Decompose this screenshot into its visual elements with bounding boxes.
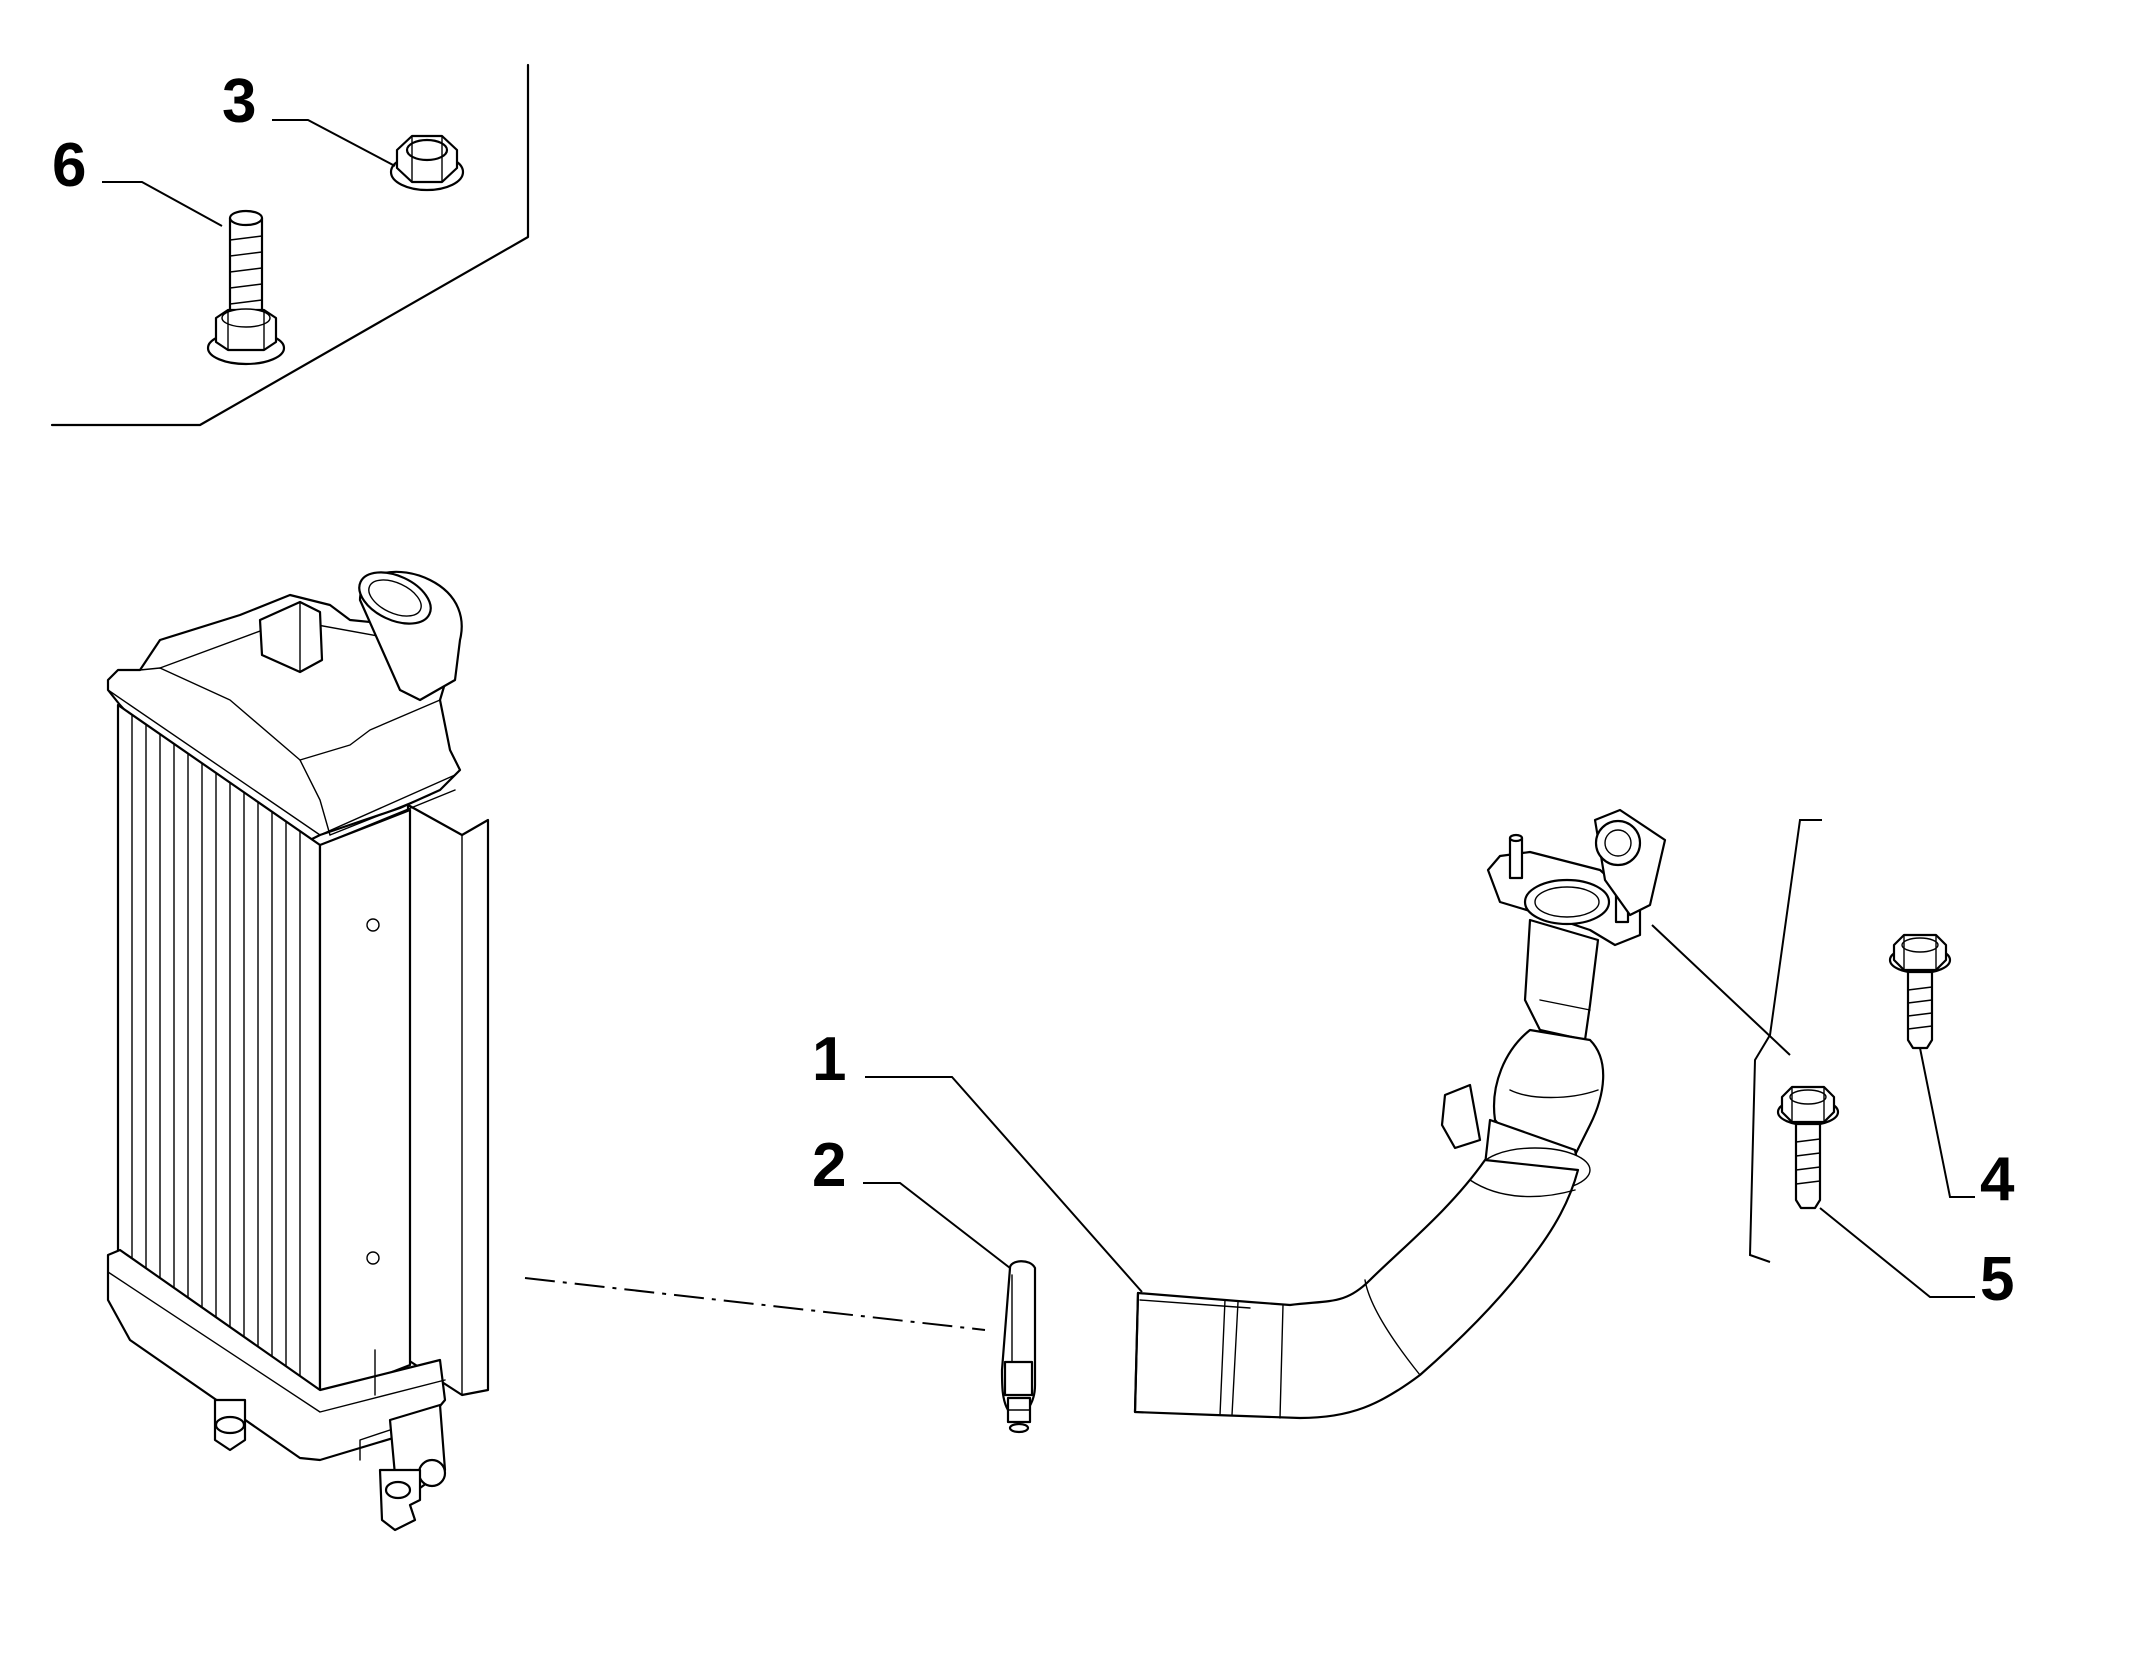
core-tubes: [131, 714, 301, 1392]
flange-bolt-icon: [1888, 933, 1952, 1050]
alignment-line: [524, 1277, 986, 1331]
callout-6: 6: [52, 131, 86, 200]
intercooler-outlet-hose-icon: [1133, 808, 1667, 1420]
intercooler-icon: [106, 570, 490, 1532]
flange-nut-icon: [389, 134, 465, 192]
assembly-bracket: [1651, 819, 1822, 1263]
hose-clamp-icon: [1000, 1260, 1037, 1434]
callout-3: 3: [222, 67, 256, 136]
callout-4: 4: [1980, 1145, 2015, 1214]
callouts: 3 6 1 2 4 5: [52, 67, 2015, 1314]
flange-bolt-icon: [1776, 1085, 1840, 1210]
callout-1: 1: [812, 1025, 846, 1094]
callout-5: 5: [1980, 1245, 2014, 1314]
callout-2: 2: [812, 1131, 846, 1200]
leader-lines: [102, 119, 1975, 1298]
inset-frame: [50, 63, 530, 427]
flange-bolt-icon: [206, 209, 286, 366]
